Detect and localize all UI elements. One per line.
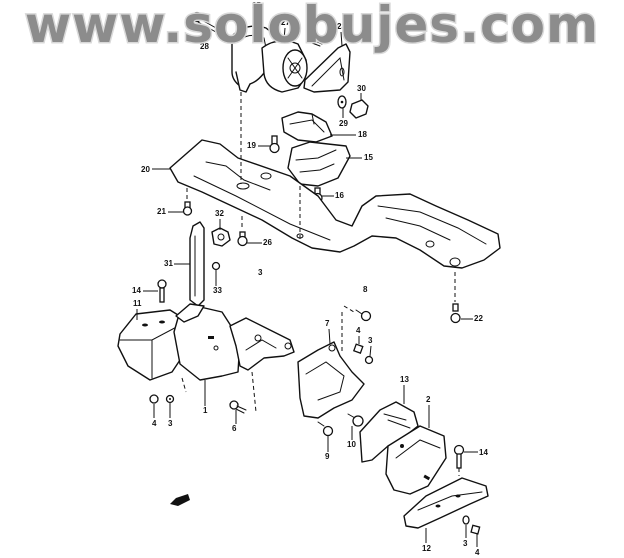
- leader-lines: [136, 11, 478, 547]
- front-direction-arrow-icon: [170, 494, 190, 506]
- mount-1-icon: [173, 303, 241, 381]
- washer-3-mid-icon: [364, 355, 374, 365]
- callout-c3d: 3: [463, 539, 468, 548]
- nut-4-right-icon: [470, 524, 481, 535]
- bracket-12-icon: [403, 477, 489, 529]
- washer-3-left-icon: [165, 394, 175, 404]
- callout-c20: 20: [141, 165, 150, 174]
- callout-c28: 28: [200, 42, 209, 51]
- bolt-6-icon: [229, 400, 247, 414]
- callout-c1: 1: [203, 406, 208, 415]
- callout-c4a: 4: [356, 326, 361, 335]
- callout-c33: 33: [213, 286, 222, 295]
- bolt-10-icon: [347, 413, 364, 427]
- bolt-9-icon: [317, 421, 334, 437]
- callout-c2: 2: [426, 395, 431, 404]
- callout-c19: 19: [247, 141, 256, 150]
- bracket-31-icon: [189, 221, 205, 307]
- bracket-23-icon: [303, 43, 351, 93]
- callout-c4b: 4: [152, 419, 157, 428]
- mount-15-icon: [287, 141, 351, 187]
- bolt-24-icon: [306, 33, 323, 47]
- callout-c11: 11: [133, 299, 142, 308]
- bolt-14-right-icon: [453, 444, 465, 469]
- bolt-14-left-icon: [157, 279, 167, 303]
- callout-c4c: 4: [475, 548, 480, 557]
- bolt-21-icon: [182, 188, 193, 216]
- bolt-28-icon: [191, 11, 226, 37]
- clip-32-icon: [211, 227, 231, 247]
- callout-c22: 22: [474, 314, 483, 323]
- nut-4-mid-icon: [352, 343, 364, 354]
- washer-29-icon: [337, 95, 347, 109]
- callout-c29: 29: [339, 119, 348, 128]
- callout-c16: 16: [335, 191, 344, 200]
- bracket-18-icon: [281, 111, 333, 143]
- callout-c3b: 3: [368, 336, 373, 345]
- callout-c14a: 14: [132, 286, 141, 295]
- insulator-27-icon: [261, 40, 308, 93]
- callout-c9: 9: [325, 452, 330, 461]
- mount-2-icon: [385, 425, 447, 495]
- callout-c23: 23: [337, 22, 346, 31]
- callout-c13: 13: [400, 375, 409, 384]
- bolt-8-icon: [343, 305, 372, 322]
- bracket-engine-left-icon: [229, 317, 295, 371]
- bolt-26-icon: [237, 216, 248, 247]
- callout-c3a: 3: [258, 268, 263, 277]
- bracket-7-icon: [297, 341, 365, 419]
- callout-c15: 15: [364, 153, 373, 162]
- washer-3-right-icon: [462, 515, 470, 525]
- callout-c30: 30: [357, 84, 366, 93]
- callout-c21: 21: [157, 207, 166, 216]
- bolt-19-icon: [269, 135, 280, 154]
- callout-c25: 25: [252, 1, 261, 10]
- crossmember-20-icon: [169, 139, 501, 269]
- callout-c26: 26: [263, 238, 272, 247]
- callout-c18: 18: [358, 130, 367, 139]
- callout-c7: 7: [325, 319, 330, 328]
- callout-c8: 8: [363, 285, 368, 294]
- callout-c14b: 14: [479, 448, 488, 457]
- bolt-33-icon: [211, 261, 221, 271]
- callout-c3c: 3: [168, 419, 173, 428]
- callout-c27: 27: [281, 18, 290, 27]
- callout-c32: 32: [215, 209, 224, 218]
- callout-c24: 24: [308, 9, 317, 18]
- callout-c12: 12: [422, 544, 431, 553]
- callout-c31: 31: [164, 259, 173, 268]
- nut-4-left-icon: [149, 394, 159, 404]
- bushing-30-icon: [349, 99, 369, 119]
- callout-c6: 6: [232, 424, 237, 433]
- callout-c10: 10: [347, 440, 356, 449]
- bolt-22-icon: [450, 272, 461, 324]
